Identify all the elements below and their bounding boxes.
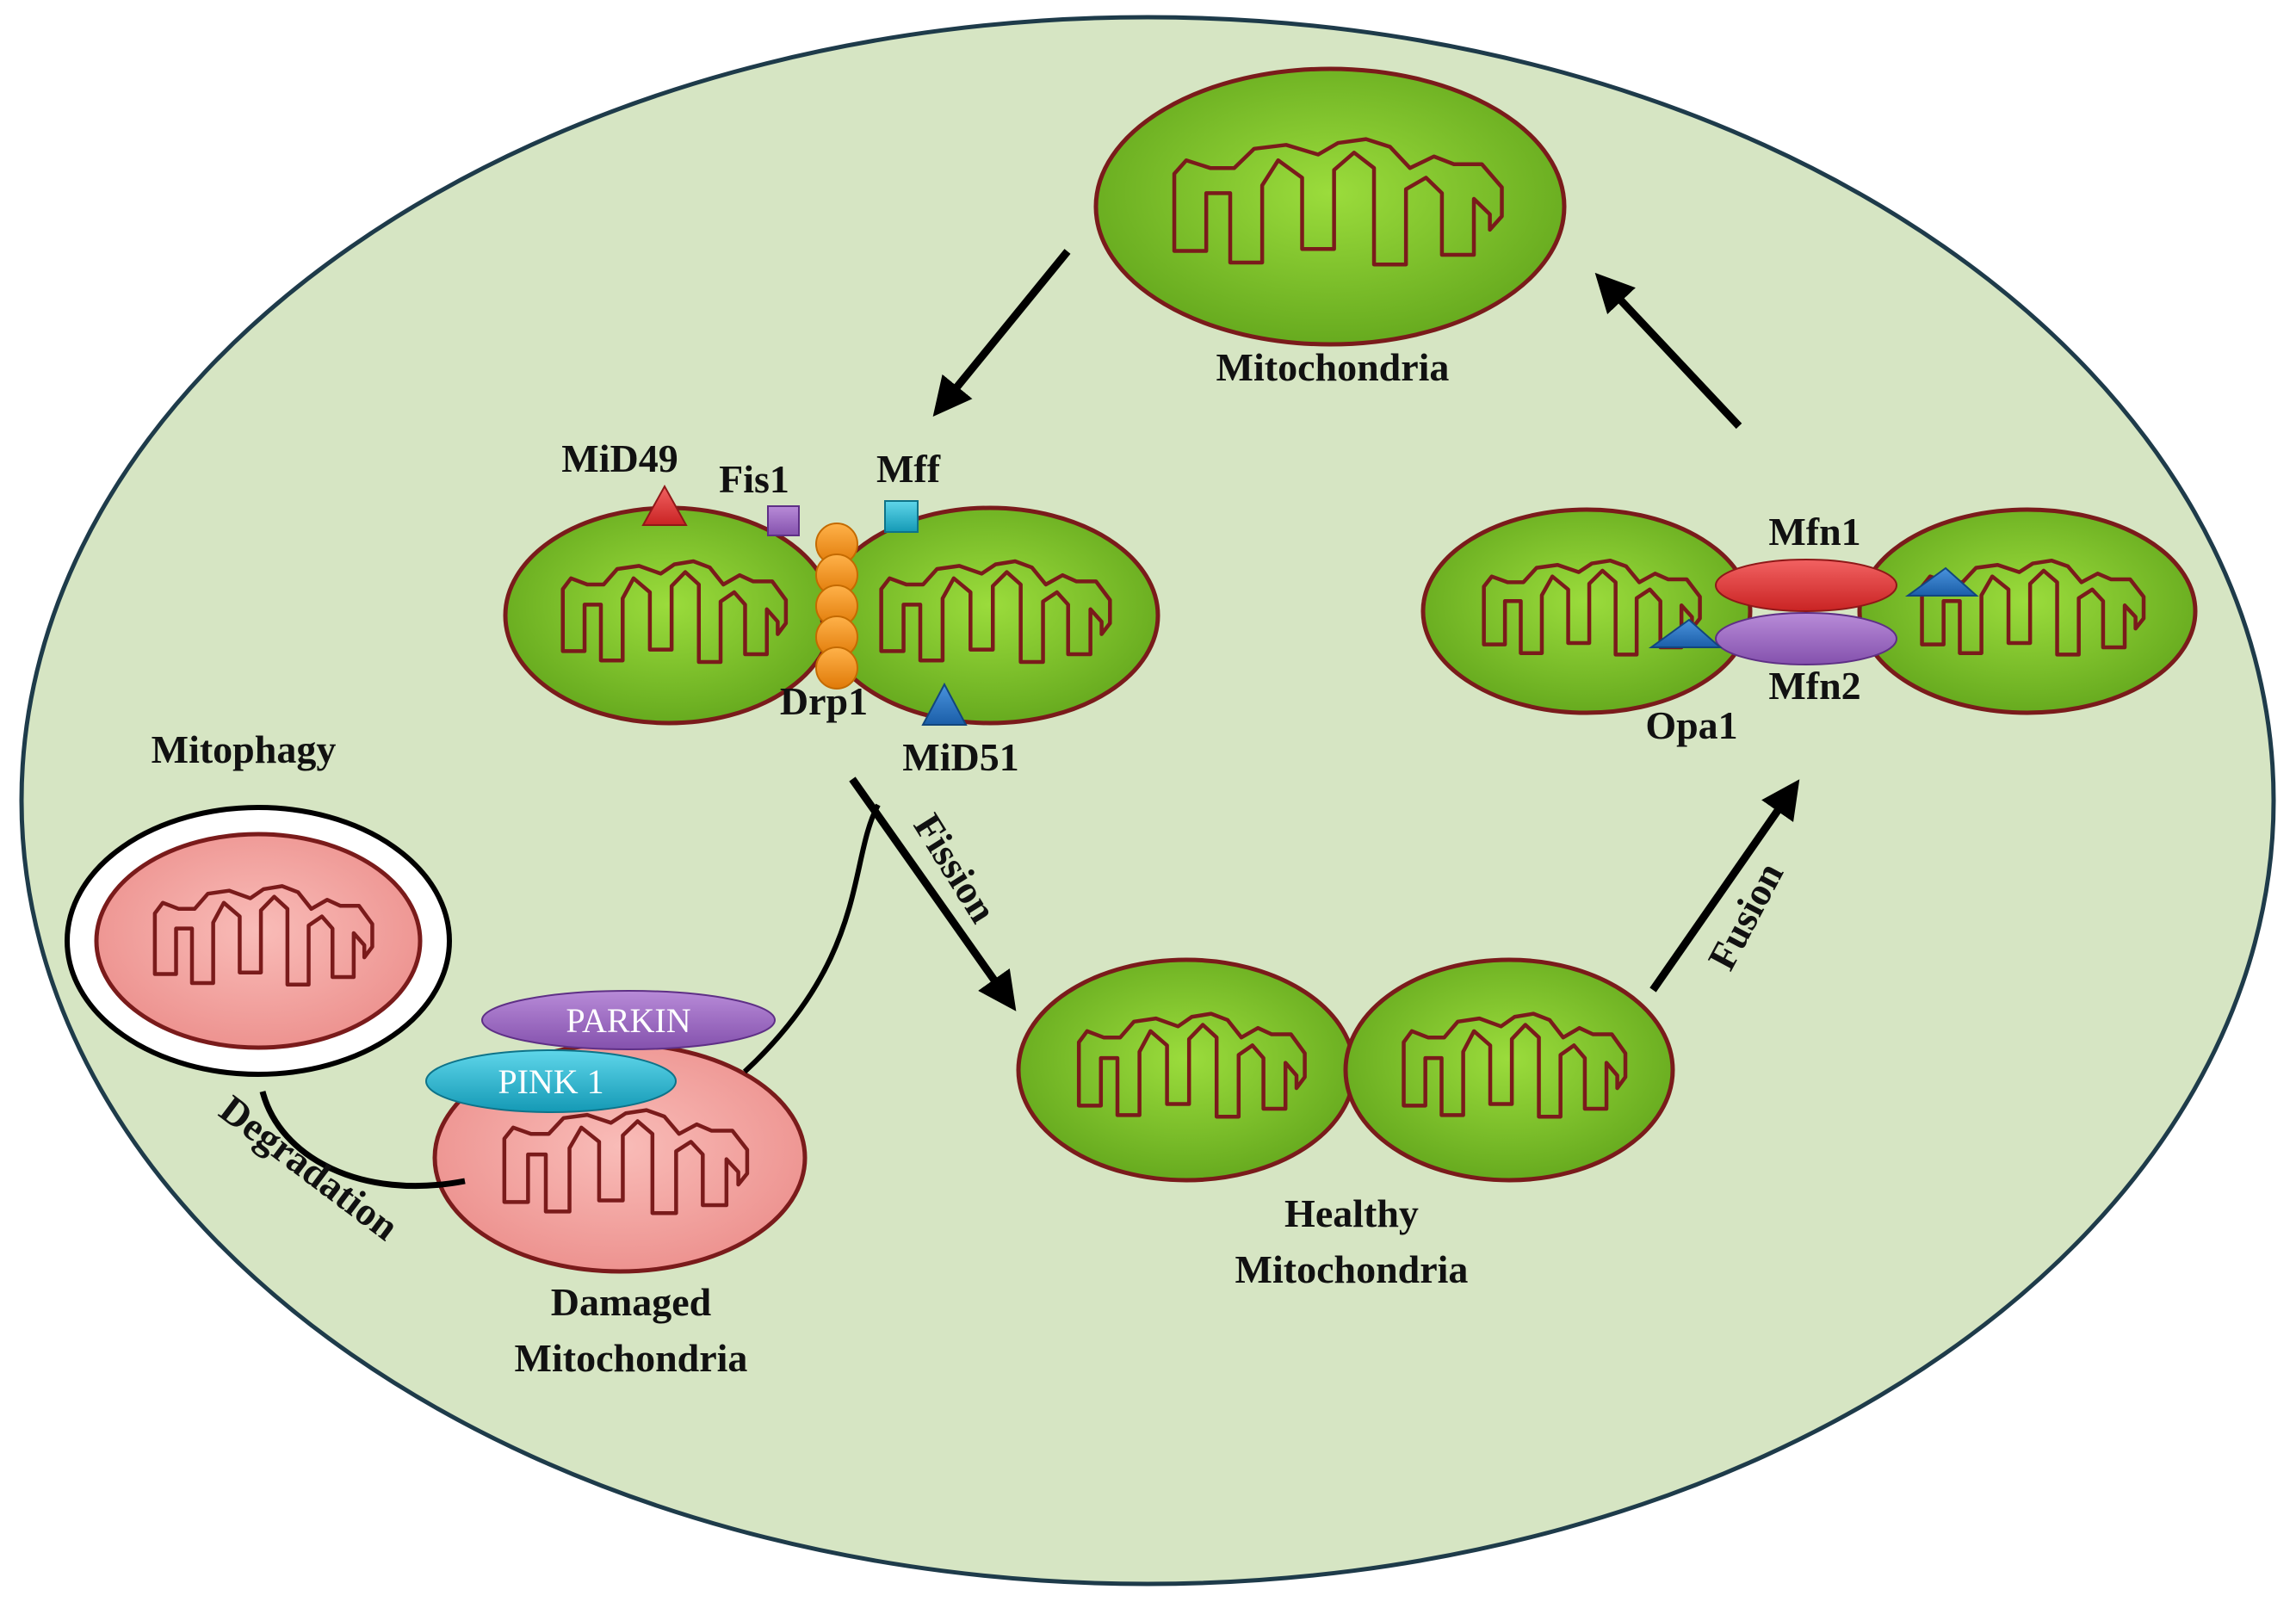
label-mff: Mff xyxy=(876,447,941,491)
label-mitophagy: Mitophagy xyxy=(152,727,337,771)
opa1-marker-right xyxy=(1904,566,1979,597)
label-healthy-line2: Mitochondria xyxy=(1235,1247,1469,1291)
mitochondrion-fission-right xyxy=(820,505,1160,726)
label-parkin: PARKIN xyxy=(566,1001,690,1040)
parkin-marker: PARKIN xyxy=(481,990,776,1050)
mid49-marker xyxy=(641,484,688,526)
label-damaged-line2: Mitochondria xyxy=(515,1336,748,1380)
label-mfn2: Mfn2 xyxy=(1768,664,1860,708)
mitochondrion-healthy-left xyxy=(1016,957,1357,1183)
label-mid49: MiD49 xyxy=(561,436,678,480)
fis1-marker xyxy=(767,505,800,536)
mitochondrion-healthy-right xyxy=(1343,957,1675,1183)
label-drp1: Drp1 xyxy=(780,679,868,723)
label-opa1: Opa1 xyxy=(1645,703,1737,747)
arrow-to-top xyxy=(1594,272,1742,430)
label-fis1: Fis1 xyxy=(719,457,789,501)
mid51-marker xyxy=(921,682,968,726)
label-mitochondria: Mitochondria xyxy=(1216,345,1450,389)
label-damaged-line1: Damaged xyxy=(551,1280,712,1324)
label-pink1: PINK 1 xyxy=(498,1062,603,1101)
arrow-fission xyxy=(849,776,1017,1011)
mitochondrion-engulfed xyxy=(94,832,423,1050)
mfn1-marker xyxy=(1715,559,1897,612)
opa1-marker-left xyxy=(1648,618,1723,648)
mff-marker xyxy=(884,500,919,533)
label-mfn1: Mfn1 xyxy=(1768,510,1860,554)
curve-to-damaged xyxy=(742,803,881,1074)
label-mid51: MiD51 xyxy=(902,735,1018,779)
arrow-to-fission xyxy=(932,249,1071,417)
curve-degradation xyxy=(259,1091,466,1190)
mitochondrion-fusion-right xyxy=(1857,507,2198,715)
drp1-oligomer xyxy=(815,523,858,690)
mitochondrion-fusion-left xyxy=(1420,507,1753,715)
label-healthy-line1: Healthy xyxy=(1284,1191,1419,1235)
mfn2-marker xyxy=(1715,612,1897,665)
pink1-marker: PINK 1 xyxy=(425,1049,677,1113)
arrow-fusion xyxy=(1649,779,1800,993)
mitochondrion-top xyxy=(1093,66,1567,347)
